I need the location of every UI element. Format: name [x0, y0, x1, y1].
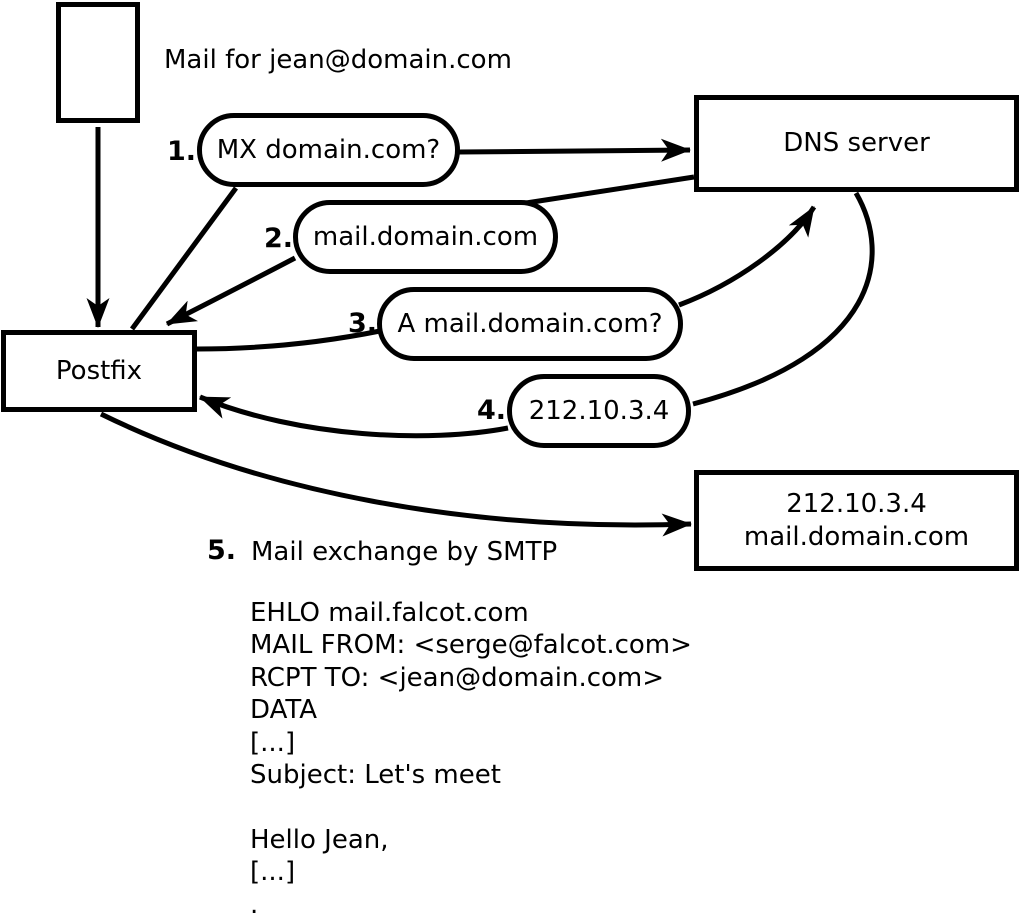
mailhost-ip: 212.10.3.4 [786, 488, 927, 519]
step-3-number: 3. [347, 308, 377, 339]
step-2-number: 2. [263, 223, 293, 254]
step-3-a-query-pill: A mail.domain.com? [377, 287, 683, 361]
connector-postfix-to-mailhost-smtp [99, 411, 692, 537]
connector-postfix-to-mx-query [129, 186, 239, 331]
mail-message-icon [56, 2, 140, 123]
step-4-a-answer-pill: 212.10.3.4 [507, 374, 691, 448]
step-1-number: 1. [166, 136, 196, 167]
connector-mx-answer-to-postfix [165, 255, 297, 327]
step-5-label: Mail exchange by SMTP [251, 537, 558, 567]
postfix-node: Postfix [1, 330, 197, 412]
mail-caption: Mail for jean@domain.com [164, 45, 512, 75]
step-1-mx-query-pill: MX domain.com? [197, 113, 460, 187]
step-5-number: 5. [207, 535, 237, 566]
connector-postfix-to-a-query [196, 328, 381, 352]
dns-server-node: DNS server [694, 95, 1019, 192]
connector-dns-to-a-answer [692, 191, 875, 407]
step-4-number: 4. [476, 395, 506, 426]
connector-dns-to-mx-answer [525, 174, 695, 206]
connector-a-answer-to-postfix [199, 394, 509, 439]
step-2-mx-answer-pill: mail.domain.com [293, 200, 558, 274]
smtp-session-transcript: EHLO mail.falcot.com MAIL FROM: <serge@f… [250, 598, 692, 919]
connector-a-query-to-dns [678, 205, 817, 308]
connector-mx-query-to-dns [458, 138, 691, 162]
mailhost-hostname: mail.domain.com [743, 521, 970, 552]
mailhost-node: 212.10.3.4 mail.domain.com [694, 470, 1019, 571]
